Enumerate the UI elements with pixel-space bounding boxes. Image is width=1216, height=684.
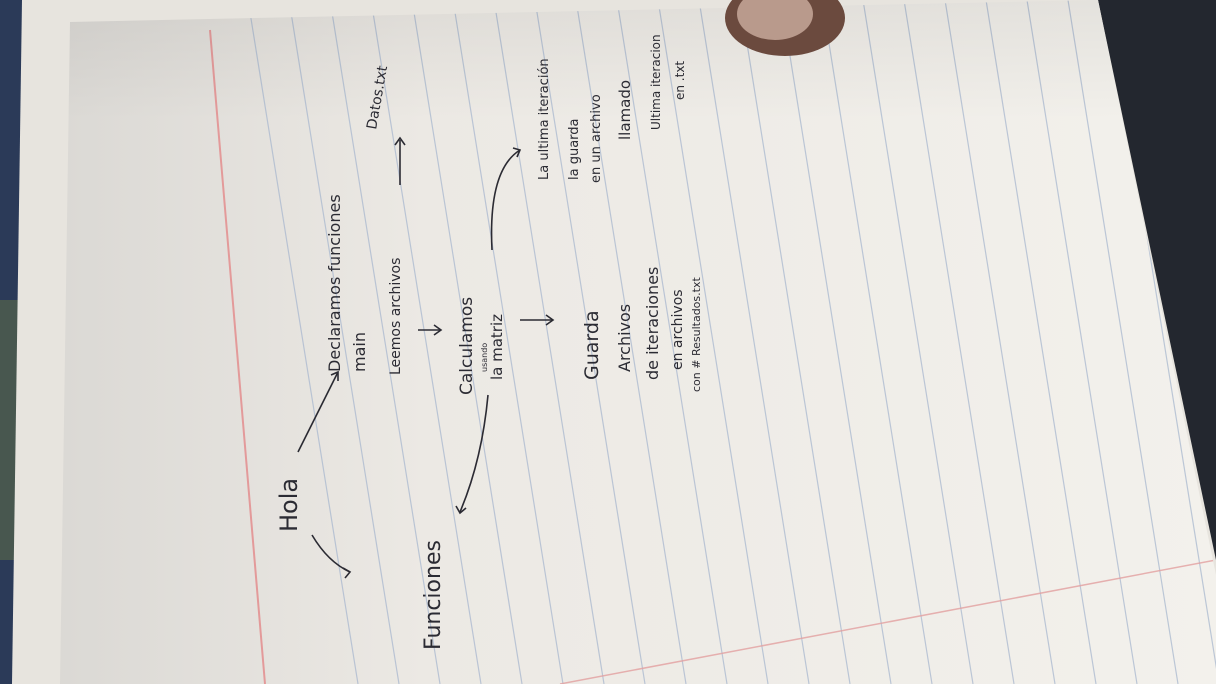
handwriting	[297, 136, 555, 579]
leemos-text: Leemos archivos	[388, 258, 404, 375]
arrow-matriz-to-ultima	[490, 149, 521, 251]
margin-line	[209, 29, 266, 684]
ultima-line-1: La ultima iteración	[537, 58, 552, 180]
calculamos-text: Calculamos	[457, 297, 477, 395]
main-text: main	[350, 332, 369, 372]
guarda-line-4: en archivos	[670, 289, 686, 370]
arrow-matriz-to-funciones	[459, 394, 489, 513]
arrow-hola-to-declaramos	[297, 371, 339, 453]
declaramos-text: Declaramos funciones	[325, 194, 344, 372]
guarda-line-5: con # Resultados.txt	[690, 277, 703, 392]
funciones-text: Funciones	[421, 540, 446, 650]
ultima-line-2: la guarda	[567, 118, 582, 180]
ultima-line-6: en .txt	[673, 61, 687, 100]
hola-text: Hola	[275, 478, 303, 532]
ultima-line-3: en un archivo	[589, 94, 604, 183]
ultima-line-4: llamado	[616, 80, 634, 140]
guarda-line-1: Guarda	[581, 310, 603, 380]
usando-text: usando	[480, 343, 489, 372]
handwritten-text: Hola Declaramos funciones main Leemos ar…	[275, 34, 703, 650]
bottom-margin-line	[559, 559, 1216, 684]
matriz-text: la matriz	[488, 314, 506, 380]
guarda-line-2: Archivos	[615, 304, 634, 372]
ultima-line-5: Ultima iteracion	[649, 34, 663, 130]
guarda-line-3: de iteraciones	[643, 267, 662, 380]
